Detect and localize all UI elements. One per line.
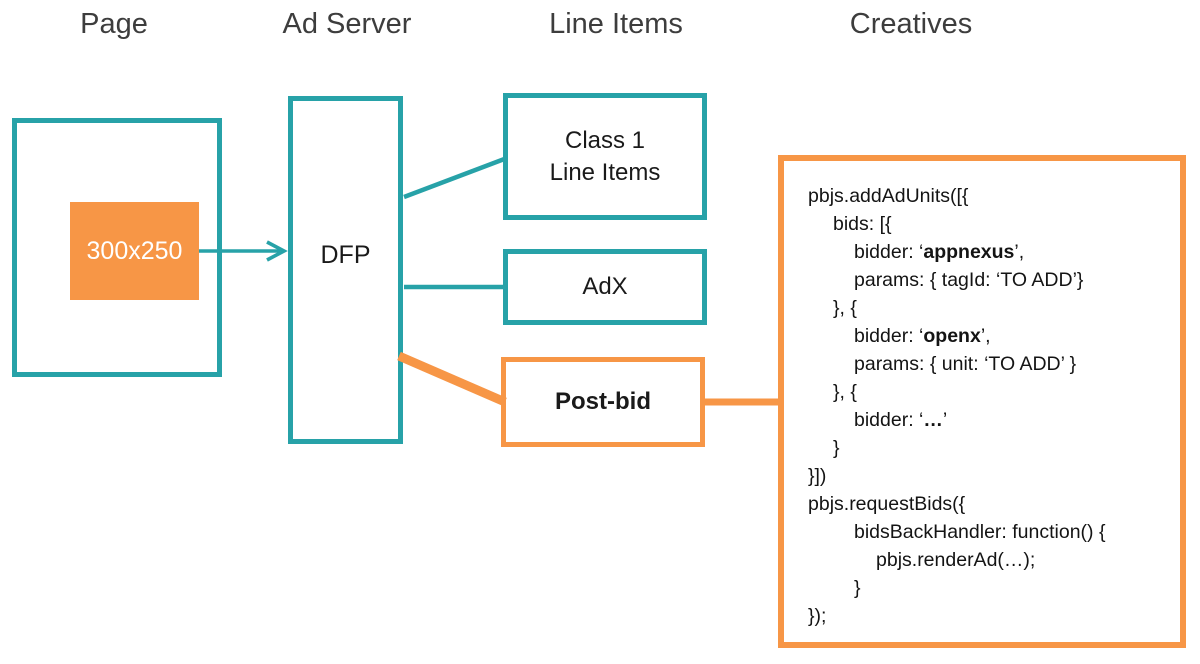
- code-line: pbjs.requestBids({: [808, 493, 966, 515]
- ad-slot-300x250: 300x250: [70, 202, 199, 300]
- class1-label-line1: Class 1: [564, 126, 646, 154]
- adx-box: AdX: [503, 249, 707, 325]
- code-line: }]): [808, 465, 827, 487]
- code-line: params: { tagId: ‘TO ADD’}: [854, 269, 1084, 291]
- code-line: bidder: ‘openx’,: [854, 325, 991, 347]
- code-block: pbjs.addAdUnits([{ bids: [{ bidder: ‘appne…: [784, 161, 1180, 630]
- code-line: }, {: [833, 297, 857, 319]
- dfp-label: DFP: [320, 240, 371, 269]
- postbid-label: Post-bid: [555, 388, 651, 415]
- column-header-creatives: Creatives: [849, 8, 973, 40]
- code-line: }, {: [833, 381, 857, 403]
- page-box: 300x250: [12, 118, 222, 377]
- column-header-ad-server: Ad Server: [282, 8, 412, 40]
- dfp-box: DFP: [288, 96, 403, 444]
- column-header-line-items: Line Items: [549, 8, 683, 40]
- connector-dfp-to-class1: [403, 155, 508, 200]
- connector-dfp-to-postbid: [397, 351, 507, 407]
- code-line: });: [808, 605, 827, 627]
- code-line: pbjs.renderAd(…);: [876, 549, 1036, 571]
- code-line: bidder: ‘appnexus’,: [854, 241, 1025, 263]
- column-header-page: Page: [80, 8, 148, 40]
- code-line: pbjs.addAdUnits([{: [808, 185, 969, 207]
- ad-slot-label: 300x250: [86, 236, 183, 265]
- code-line: bids: [{: [833, 213, 892, 235]
- class1-label: Class 1 Line Items: [550, 125, 661, 189]
- postbid-box: Post-bid: [501, 357, 705, 447]
- adx-label: AdX: [582, 273, 628, 300]
- code-line: bidder: ‘…’: [854, 409, 948, 431]
- class1-label-line2: Line Items: [549, 158, 661, 186]
- creatives-code-box: pbjs.addAdUnits([{ bids: [{ bidder: ‘appne…: [778, 155, 1186, 648]
- code-line: }: [854, 577, 861, 599]
- code-line: bidsBackHandler: function() {: [854, 521, 1106, 543]
- code-line: }: [833, 437, 840, 459]
- class1-line-items-box: Class 1 Line Items: [503, 93, 707, 220]
- code-line: params: { unit: ‘TO ADD’ }: [854, 353, 1077, 375]
- arrow-adslot-to-dfp-head-icon: [266, 240, 288, 262]
